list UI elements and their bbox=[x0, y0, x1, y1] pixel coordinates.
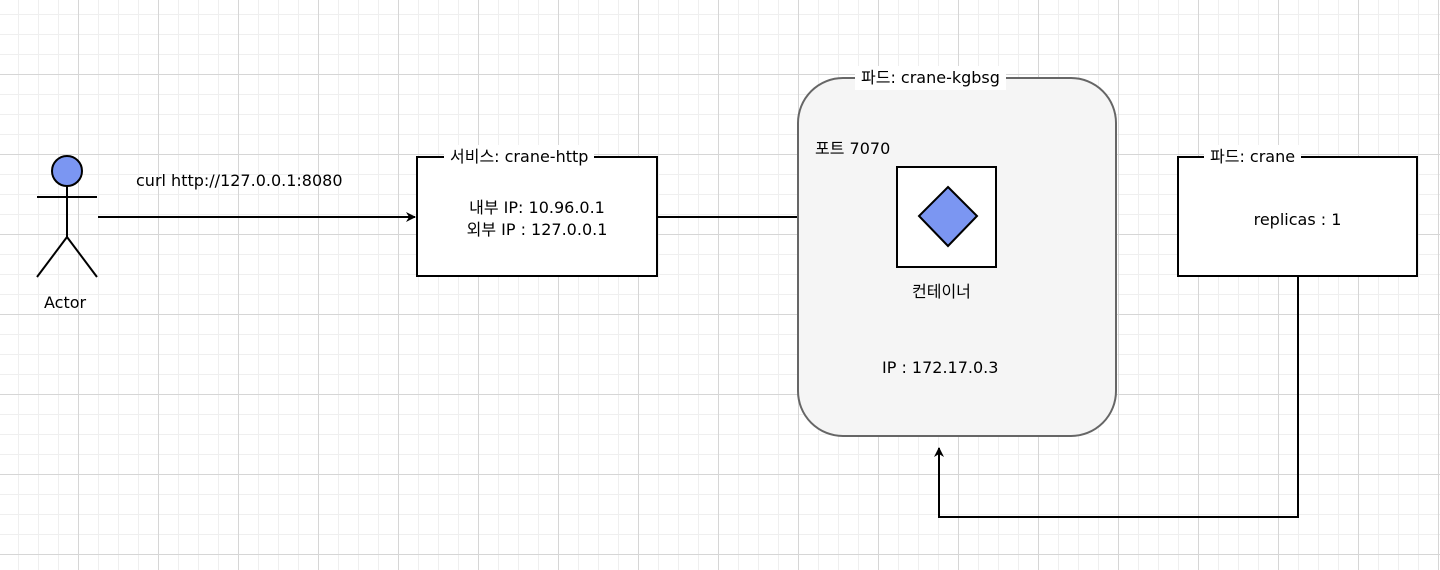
service-external-ip: 외부 IP : 127.0.0.1 bbox=[466, 220, 608, 239]
pod-crane-title: 파드: crane bbox=[1204, 145, 1302, 169]
service-internal-ip: 내부 IP: 10.96.0.1 bbox=[469, 198, 605, 217]
pod-main-port: 포트 7070 bbox=[815, 139, 891, 158]
actor-figure bbox=[36, 155, 98, 278]
container-diamond-icon bbox=[917, 185, 979, 248]
arrow-replica-pod-to-main-pod bbox=[934, 277, 1299, 518]
pod-main-ip: IP : 172.17.0.3 bbox=[882, 358, 999, 377]
actor-label: Actor bbox=[44, 293, 87, 312]
pod-main-title: 파드: crane-kgbsg bbox=[855, 66, 1006, 90]
container-label: 컨테이너 bbox=[912, 282, 971, 301]
pod-crane-box[interactable]: 파드: crane replicas : 1 bbox=[1177, 145, 1418, 277]
container-box[interactable] bbox=[896, 166, 997, 268]
actor-head bbox=[51, 155, 83, 187]
request-label: curl http://127.0.0.1:8080 bbox=[136, 171, 343, 190]
service-title: 서비스: crane-http bbox=[444, 145, 595, 169]
pod-crane-replicas: replicas : 1 bbox=[1253, 210, 1342, 229]
service-box[interactable]: 서비스: crane-http 내부 IP: 10.96.0.1 외부 IP :… bbox=[416, 145, 658, 277]
